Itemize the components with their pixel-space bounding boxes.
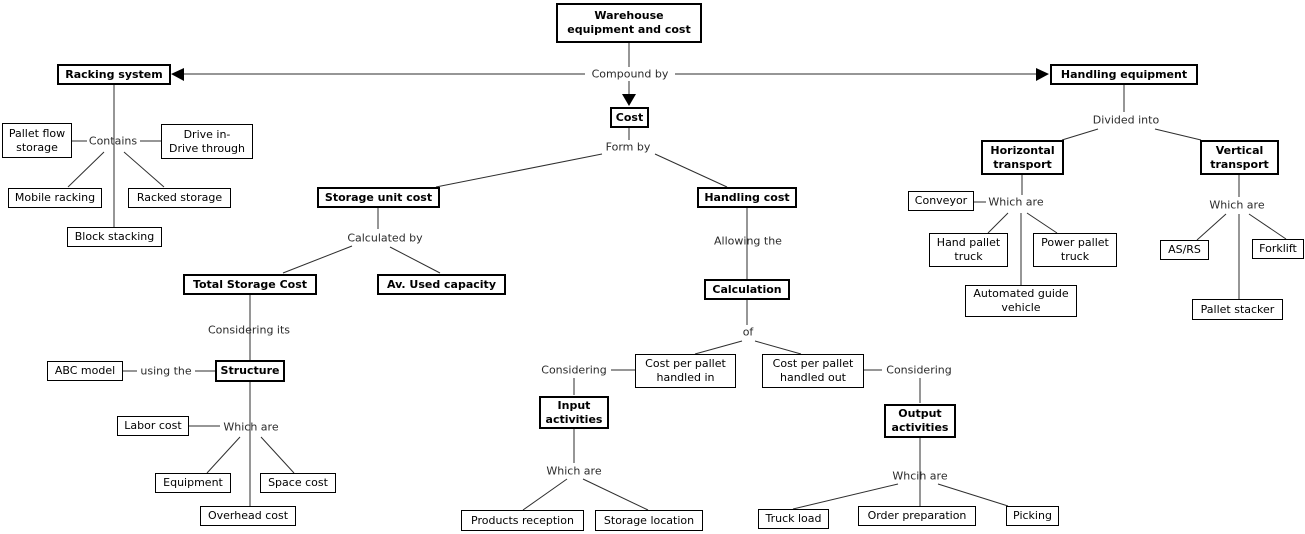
link-label-compound-by[interactable]: Compound by: [591, 67, 669, 81]
concept-picking[interactable]: Picking: [1006, 506, 1059, 526]
concept-storage-location[interactable]: Storage location: [595, 510, 703, 531]
concept-mobile-racking[interactable]: Mobile racking: [8, 188, 102, 208]
link-label-which-are-input[interactable]: Which are: [546, 464, 602, 478]
link-label-considering-in[interactable]: Considering: [541, 363, 607, 377]
concept-racking-system[interactable]: Racking system: [57, 64, 171, 85]
concept-racked-storage[interactable]: Racked storage: [128, 188, 231, 208]
concept-cost[interactable]: Cost: [610, 107, 649, 128]
concept-pallet-flow-storage[interactable]: Pallet flow storage: [2, 123, 72, 158]
concept-automated-guide-vehicle[interactable]: Automated guide vehicle: [965, 285, 1077, 317]
link-label-calculated-by[interactable]: Calculated by: [347, 231, 423, 245]
concept-conveyor[interactable]: Conveyor: [908, 191, 974, 211]
concept-equipment[interactable]: Equipment: [155, 473, 231, 493]
arrowhead-left-icon: [171, 68, 184, 81]
arrowhead-right-icon: [1036, 68, 1049, 81]
concept-overhead-cost[interactable]: Overhead cost: [200, 506, 296, 526]
link-label-which-are-vertical[interactable]: Which are: [1209, 198, 1265, 212]
arrowhead-down-icon: [622, 94, 636, 106]
concept-horizontal-transport[interactable]: Horizontal transport: [981, 140, 1064, 175]
link-label-allowing-the[interactable]: Allowing the: [714, 234, 782, 248]
link-label-form-by[interactable]: Form by: [605, 140, 651, 154]
concept-handling-cost[interactable]: Handling cost: [697, 187, 797, 208]
concept-cost-per-pallet-handled-in[interactable]: Cost per pallet handled in: [635, 354, 736, 388]
link-label-using-the[interactable]: using the: [140, 364, 192, 378]
link-label-whcih-are-output[interactable]: Whcih are: [892, 469, 948, 483]
concept-abc-model[interactable]: ABC model: [47, 361, 123, 381]
concept-storage-unit-cost[interactable]: Storage unit cost: [317, 187, 440, 208]
concept-order-preparation[interactable]: Order preparation: [858, 506, 976, 526]
concept-warehouse-equipment-and-cost[interactable]: Warehouse equipment and cost: [556, 3, 702, 43]
link-label-considering-out[interactable]: Considering: [886, 363, 952, 377]
link-label-divided-into[interactable]: Divided into: [1092, 113, 1160, 127]
concept-as-rs[interactable]: AS/RS: [1160, 240, 1209, 260]
concept-products-reception[interactable]: Products reception: [461, 510, 584, 531]
concept-calculation[interactable]: Calculation: [704, 279, 790, 300]
link-label-considering-its[interactable]: Considering its: [207, 323, 291, 337]
link-label-which-are-structure[interactable]: Which are: [223, 420, 279, 434]
concept-vertical-transport[interactable]: Vertical transport: [1200, 140, 1279, 175]
concept-handling-equipment[interactable]: Handling equipment: [1050, 64, 1198, 85]
concept-output-activities[interactable]: Output activities: [884, 404, 956, 438]
concept-input-activities[interactable]: Input activities: [539, 396, 609, 429]
link-label-which-are-horizontal[interactable]: Which are: [988, 195, 1044, 209]
concept-space-cost[interactable]: Space cost: [260, 473, 336, 493]
link-label-of[interactable]: of: [742, 325, 754, 339]
concept-labor-cost[interactable]: Labor cost: [117, 416, 189, 436]
link-label-contains[interactable]: Contains: [88, 134, 138, 148]
concept-pallet-stacker[interactable]: Pallet stacker: [1192, 299, 1283, 320]
concept-structure[interactable]: Structure: [215, 360, 285, 382]
concept-truck-load[interactable]: Truck load: [758, 509, 829, 529]
concept-total-storage-cost[interactable]: Total Storage Cost: [183, 274, 317, 295]
concept-forklift[interactable]: Forklift: [1252, 239, 1304, 259]
concept-drive-in-drive-through[interactable]: Drive in- Drive through: [161, 124, 253, 159]
concept-power-pallet-truck[interactable]: Power pallet truck: [1033, 233, 1117, 267]
concept-hand-pallet-truck[interactable]: Hand pallet truck: [929, 233, 1008, 267]
concept-cost-per-pallet-handled-out[interactable]: Cost per pallet handled out: [762, 354, 864, 388]
concept-av-used-capacity[interactable]: Av. Used capacity: [377, 274, 506, 295]
concept-block-stacking[interactable]: Block stacking: [67, 227, 162, 247]
